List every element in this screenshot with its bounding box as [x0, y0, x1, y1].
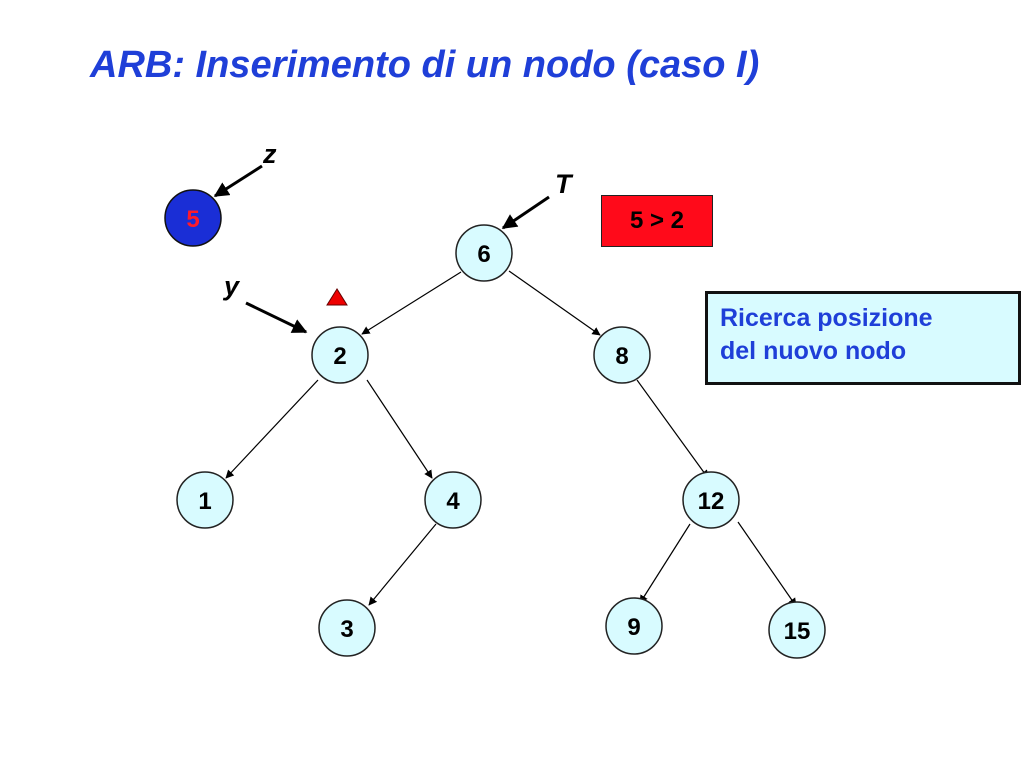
edge-12-9 [639, 523, 691, 604]
comparison-box: 5 > 2 [601, 195, 713, 247]
tree-node-circle [605, 597, 663, 655]
tree-node-2: 2 [311, 326, 369, 384]
new-node-key: 5 [186, 206, 199, 233]
pointer-arrow-y [245, 301, 308, 334]
tree-node-8: 8 [593, 326, 651, 384]
tree-node-4: 4 [424, 471, 482, 529]
tree-node-key: 15 [784, 618, 811, 645]
tree-node-15: 15 [768, 601, 826, 659]
tree-node-circle [455, 224, 513, 282]
tree-node-circle [311, 326, 369, 384]
page-title: ARB: Inserimento di un nodo (caso I) [90, 44, 760, 86]
tree-node-circle [593, 326, 651, 384]
pointer-arrows [213, 164, 550, 334]
edge-12-15 [737, 521, 797, 607]
tree-node-3: 3 [318, 599, 376, 657]
current-node-marker [326, 288, 348, 306]
tree-node-circle [682, 471, 740, 529]
pointer-arrow-z [213, 164, 263, 198]
tree-node-circle [176, 471, 234, 529]
edge-6-2 [361, 271, 462, 335]
edge-8-12 [636, 379, 709, 479]
edge-2-1 [225, 379, 319, 479]
note-box: Ricerca posizione del nuovo nodo [705, 291, 1021, 385]
edge-6-8 [508, 270, 601, 336]
new-node: 5 [164, 189, 222, 247]
tree-node-key: 8 [615, 343, 628, 370]
tree-node-1: 1 [176, 471, 234, 529]
tree-node-key: 2 [333, 343, 346, 370]
tree-node-key: 6 [477, 241, 490, 268]
tree-node-key: 3 [340, 616, 353, 643]
pointer-label-z: z [262, 139, 277, 169]
note-line-1: Ricerca posizione [720, 304, 933, 332]
tree-node-9: 9 [605, 597, 663, 655]
tree-node-key: 1 [198, 488, 211, 515]
pointer-label-y: y [222, 271, 241, 301]
edge-4-3 [368, 523, 437, 606]
tree-node-circle [318, 599, 376, 657]
edge-2-4 [366, 379, 433, 479]
tree-node-12: 12 [682, 471, 740, 529]
pointer-label-T: T [555, 169, 574, 199]
tree-node-circle [768, 601, 826, 659]
tree-node-key: 9 [627, 614, 640, 641]
tree-node-circle [424, 471, 482, 529]
tree-node-key: 12 [698, 488, 725, 515]
note-line-2: del nuovo nodo [720, 336, 907, 365]
pointer-arrow-T [501, 195, 550, 230]
tree-edges [225, 270, 797, 607]
new-node-circle [164, 189, 222, 247]
tree-node-6: 6 [455, 224, 513, 282]
tree-node-key: 4 [446, 488, 460, 515]
